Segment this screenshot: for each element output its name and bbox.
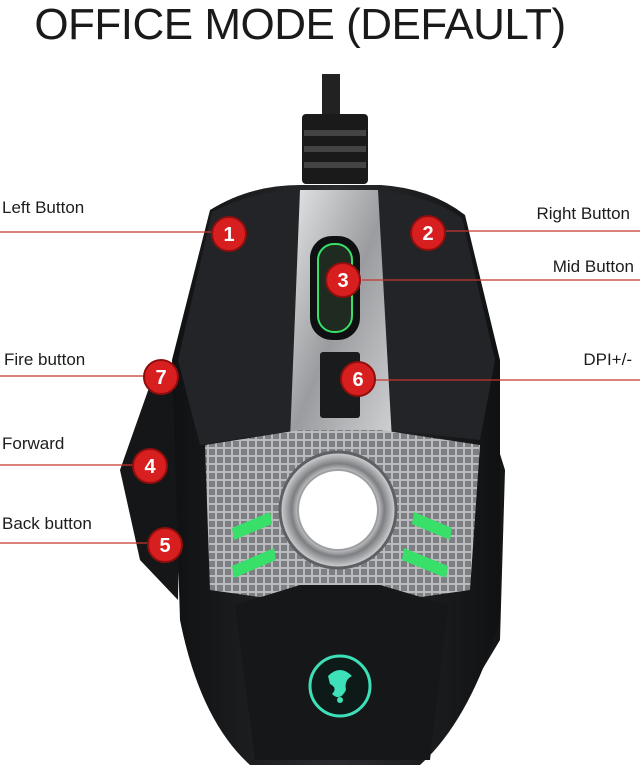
badge-5: 5 (147, 527, 183, 563)
svg-text:4: 4 (144, 456, 156, 478)
label-forward: Forward (2, 434, 65, 453)
label-dpi: DPI+/- (583, 350, 632, 369)
led-strips (232, 512, 452, 578)
svg-text:2: 2 (422, 223, 433, 245)
right-button-panel[interactable] (375, 190, 495, 440)
badge-6: 6 (340, 361, 376, 397)
svg-text:6: 6 (352, 369, 363, 391)
svg-text:7: 7 (155, 367, 166, 389)
left-button-panel[interactable] (178, 190, 305, 445)
left-side-wing (120, 372, 182, 600)
scorpion-logo-icon (308, 654, 372, 718)
label-back-button: Back button (2, 514, 92, 533)
badge-1: 1 (211, 216, 247, 252)
cable (302, 74, 368, 184)
svg-text:1: 1 (223, 224, 234, 246)
badge-3: 3 (325, 262, 361, 298)
label-mid-button: Mid Button (552, 257, 634, 276)
label-fire-button: Fire button (4, 350, 86, 369)
badge-4: 4 (132, 448, 168, 484)
label-right-button: Right Button (536, 204, 630, 223)
svg-text:3: 3 (337, 270, 348, 292)
badge-7: 7 (143, 359, 179, 395)
svg-text:5: 5 (159, 535, 170, 557)
page-title: OFFICE MODE (DEFAULT) (34, 0, 566, 49)
label-left-button: Left Button (2, 198, 85, 217)
badge-2: 2 (410, 215, 446, 251)
leader-lines (0, 230, 640, 544)
